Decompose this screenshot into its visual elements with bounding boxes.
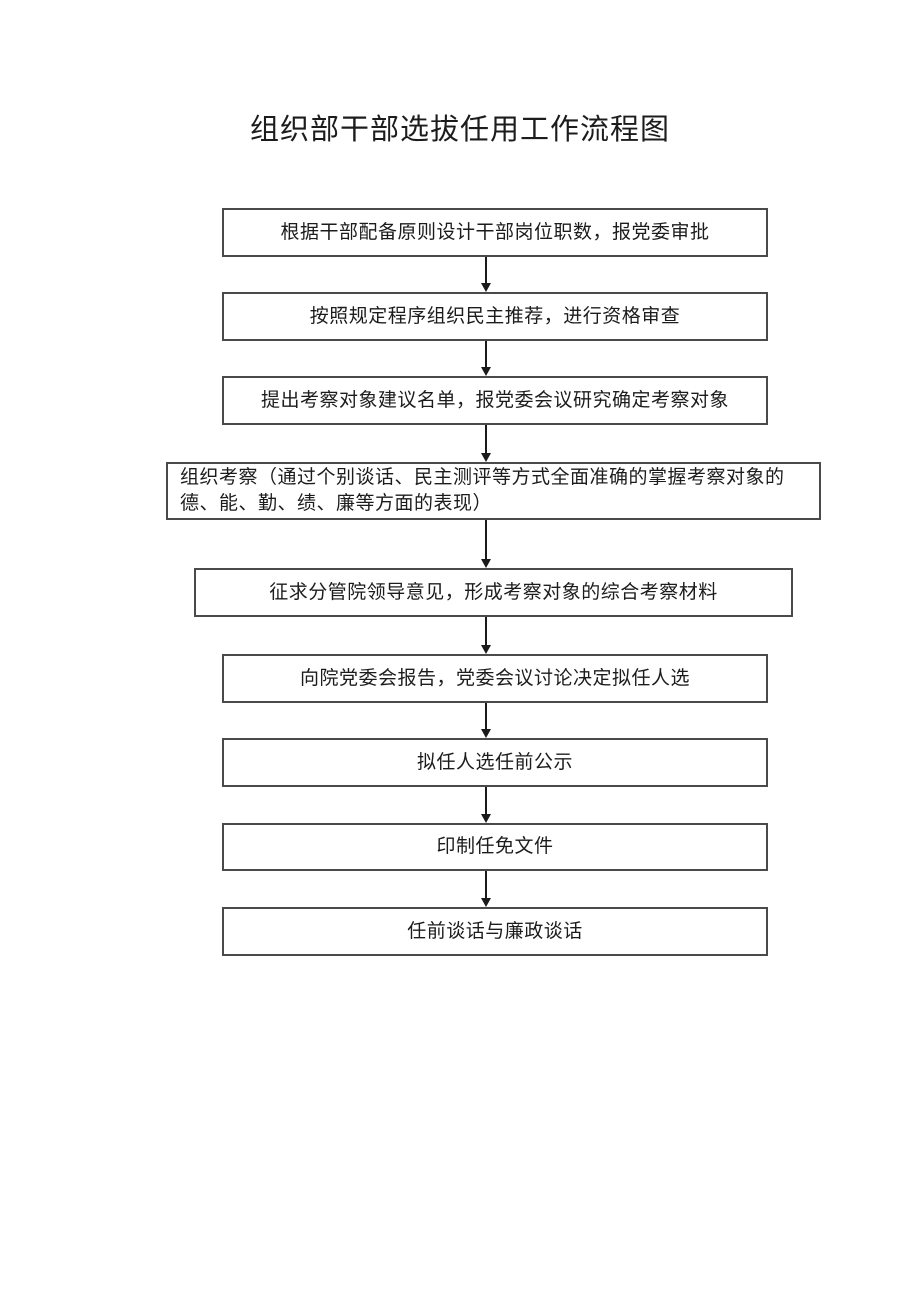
flow-step-7: 拟任人选任前公示 bbox=[222, 738, 768, 787]
arrow-down-icon bbox=[481, 559, 491, 568]
flow-step-2: 按照规定程序组织民主推荐，进行资格审查 bbox=[222, 292, 768, 341]
flow-arrow-7 bbox=[480, 787, 492, 823]
flow-arrow-4 bbox=[480, 520, 492, 568]
arrow-shaft bbox=[485, 257, 487, 283]
arrow-shaft bbox=[485, 787, 487, 814]
arrow-down-icon bbox=[481, 283, 491, 292]
arrow-down-icon bbox=[481, 453, 491, 462]
arrow-down-icon bbox=[481, 729, 491, 738]
arrow-down-icon bbox=[481, 814, 491, 823]
flow-step-2-label: 按照规定程序组织民主推荐，进行资格审查 bbox=[309, 305, 681, 327]
flow-step-1-label: 根据干部配备原则设计干部岗位职数，报党委审批 bbox=[280, 221, 710, 243]
flow-step-1: 根据干部配备原则设计干部岗位职数，报党委审批 bbox=[222, 208, 768, 257]
flow-step-4: 组织考察（通过个别谈话、民主测评等方式全面准确的掌握考察对象的德、能、勤、绩、廉… bbox=[166, 462, 821, 520]
arrow-shaft bbox=[485, 871, 487, 898]
flow-step-7-label: 拟任人选任前公示 bbox=[416, 751, 573, 773]
flow-step-8-label: 印制任免文件 bbox=[436, 836, 554, 857]
flow-step-5: 征求分管院领导意见，形成考察对象的综合考察材料 bbox=[194, 568, 793, 617]
flow-step-9-label: 任前谈话与廉政谈话 bbox=[407, 920, 583, 942]
flow-step-6-label: 向院党委会报告，党委会议讨论决定拟任人选 bbox=[299, 667, 690, 689]
arrow-shaft bbox=[485, 425, 487, 453]
flow-arrow-8 bbox=[480, 871, 492, 907]
arrow-shaft bbox=[485, 520, 487, 559]
arrow-shaft bbox=[485, 341, 487, 367]
flow-step-5-label: 征求分管院领导意见，形成考察对象的综合考察材料 bbox=[269, 581, 718, 603]
flow-arrow-2 bbox=[480, 341, 492, 376]
arrow-down-icon bbox=[481, 645, 491, 654]
page-title: 组织部干部选拔任用工作流程图 bbox=[249, 114, 670, 146]
flow-step-9: 任前谈话与廉政谈话 bbox=[222, 907, 768, 956]
arrow-shaft bbox=[485, 617, 487, 645]
flow-step-4-label: 组织考察（通过个别谈话、民主测评等方式全面准确的掌握考察对象的德、能、勤、绩、廉… bbox=[180, 467, 785, 514]
flow-arrow-5 bbox=[480, 617, 492, 654]
flow-step-3-label: 提出考察对象建议名单，报党委会议研究确定考察对象 bbox=[260, 389, 729, 411]
flow-step-3: 提出考察对象建议名单，报党委会议研究确定考察对象 bbox=[222, 376, 768, 425]
flow-step-6: 向院党委会报告，党委会议讨论决定拟任人选 bbox=[222, 654, 768, 703]
flow-step-8: 印制任免文件 bbox=[222, 823, 768, 871]
flow-arrow-1 bbox=[480, 257, 492, 292]
arrow-shaft bbox=[485, 703, 487, 729]
arrow-down-icon bbox=[481, 367, 491, 376]
flow-arrow-3 bbox=[480, 425, 492, 462]
arrow-down-icon bbox=[481, 898, 491, 907]
flow-arrow-6 bbox=[480, 703, 492, 738]
